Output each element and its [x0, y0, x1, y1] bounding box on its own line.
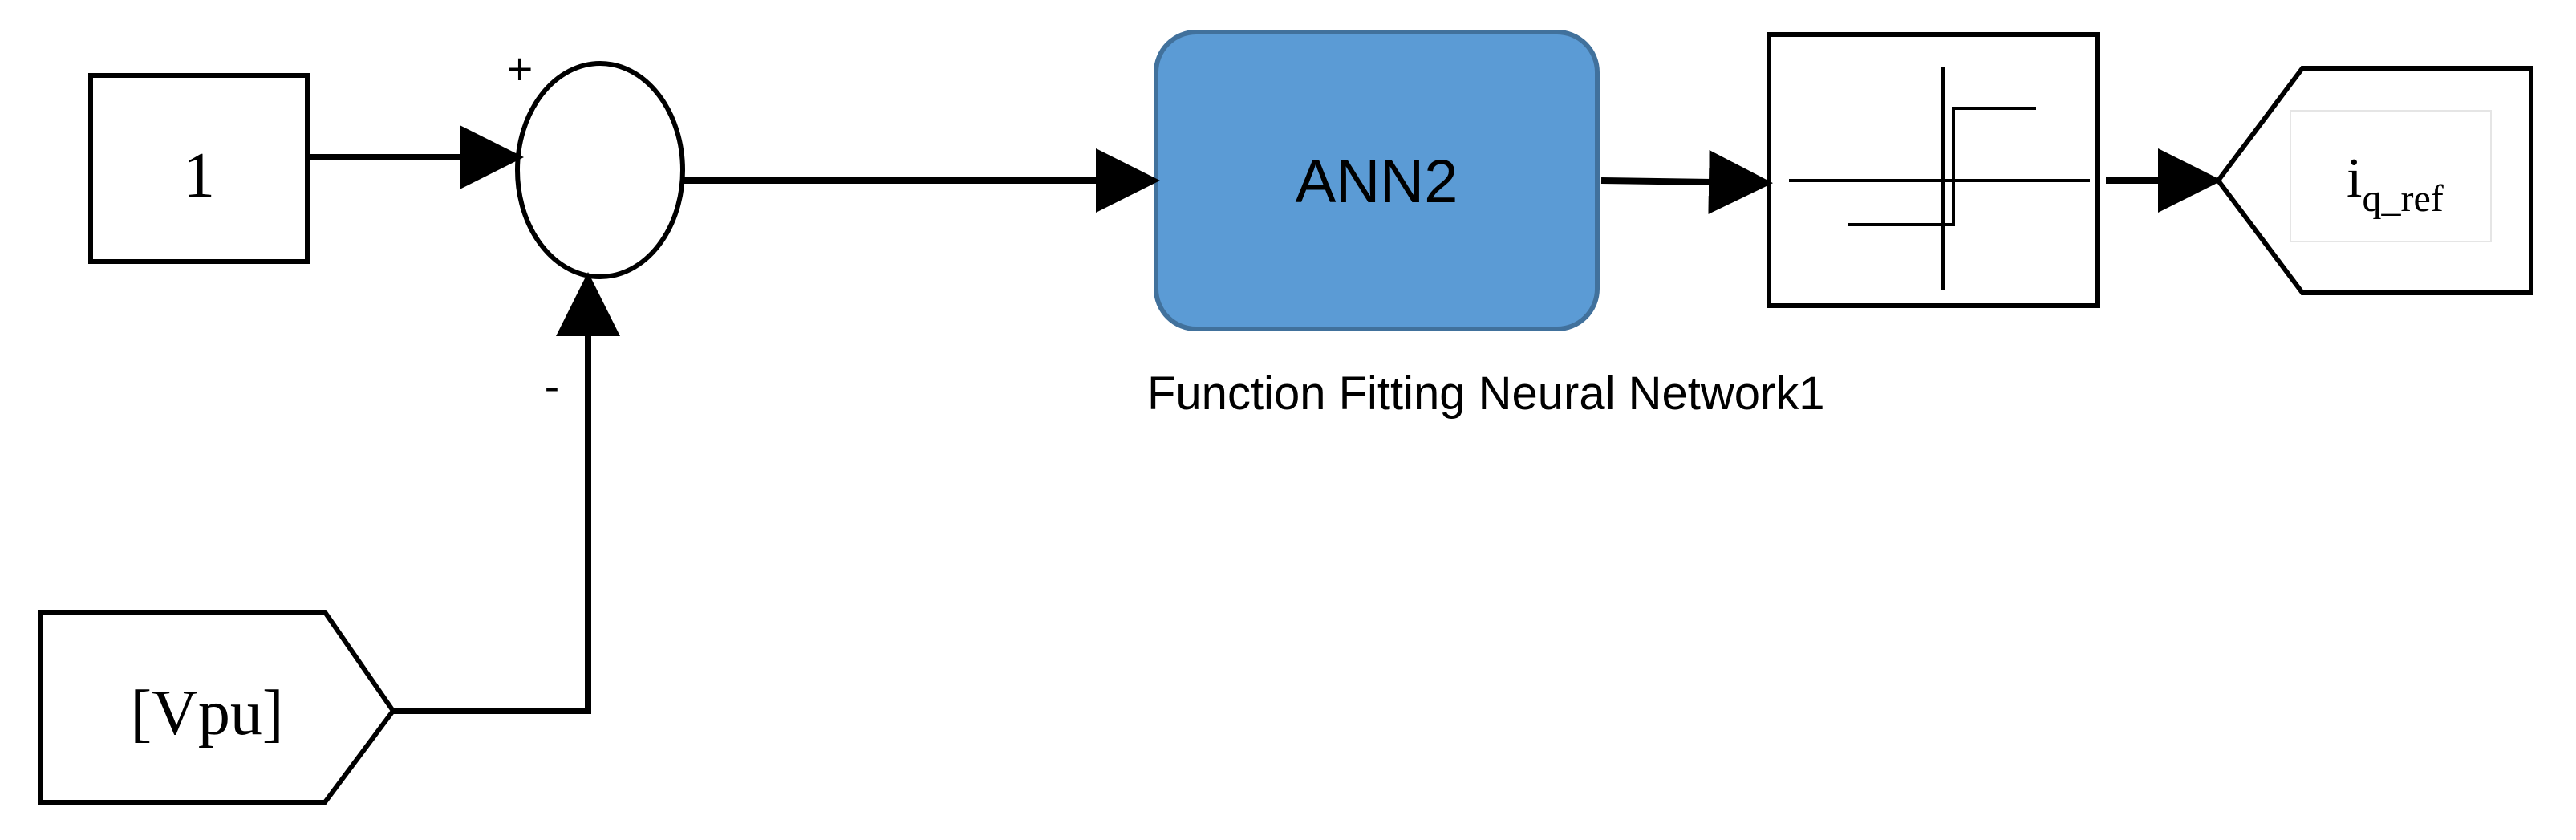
signal-vpu-to-sum: [393, 272, 620, 714]
sum-plus-sign: +: [507, 43, 533, 94]
from-block-label: [Vpu]: [130, 678, 283, 749]
relay-block[interactable]: [1767, 32, 2100, 308]
sum-block[interactable]: + -: [507, 43, 685, 411]
constant-label: 1: [183, 140, 215, 211]
relay-hysteresis-curve: [1848, 107, 2036, 226]
signal-ann-to-relay: [1600, 149, 1773, 214]
goto-block-iq-ref[interactable]: iq_ref: [2215, 66, 2533, 295]
ann-block-label: ANN2: [1296, 148, 1458, 216]
ann-block[interactable]: ANN2: [1154, 30, 1600, 331]
constant-block[interactable]: 1: [88, 73, 310, 264]
ann-caption: Function Fitting Neural Network1: [1147, 367, 1825, 420]
sum-minus-sign: -: [545, 360, 560, 411]
goto-block-label: iq_ref: [2347, 148, 2444, 220]
goto-label-box: [2290, 110, 2492, 242]
from-block-vpu[interactable]: [Vpu]: [38, 610, 396, 805]
